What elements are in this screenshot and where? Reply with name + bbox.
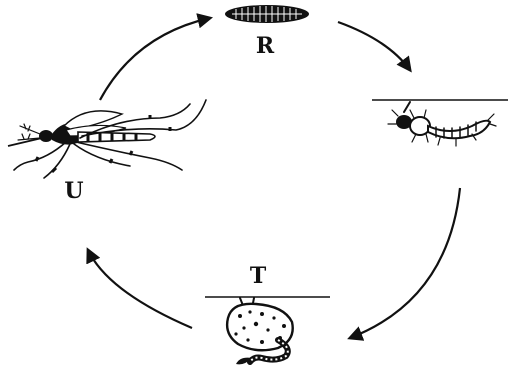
arrow-t-to-u bbox=[88, 250, 192, 328]
stage-label-t: T bbox=[250, 263, 267, 289]
adult-mosquito-icon bbox=[8, 100, 206, 178]
stage-label-u: U bbox=[64, 178, 83, 204]
pupa-icon bbox=[227, 298, 293, 364]
stage-label-r: R bbox=[256, 33, 275, 59]
larva-icon bbox=[388, 102, 496, 146]
egg-raft-icon bbox=[225, 5, 309, 23]
arrow-u-to-r bbox=[100, 18, 210, 100]
arrow-s-to-t bbox=[350, 188, 460, 338]
arrow-r-to-s bbox=[338, 22, 410, 70]
